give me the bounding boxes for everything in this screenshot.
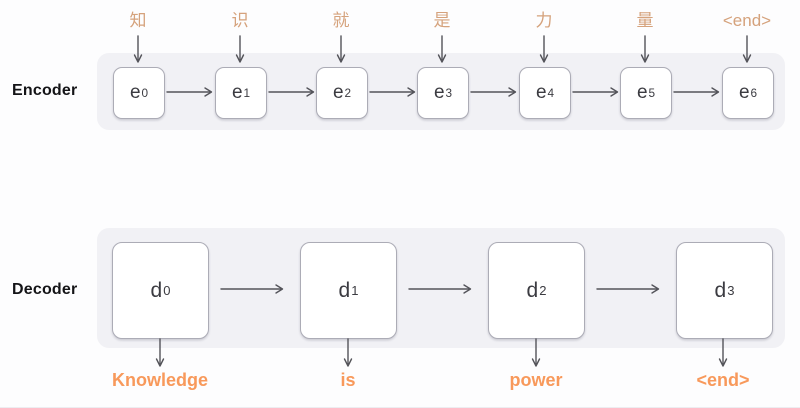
arrow-right-icon [369, 87, 416, 97]
arrow-right-icon [673, 87, 720, 97]
input-token-0: 知 [129, 11, 147, 30]
arrow-down-icon [531, 338, 541, 367]
arrow-down-icon [640, 35, 650, 63]
arrow-down-icon [539, 35, 549, 63]
output-token-1: is [340, 370, 356, 390]
arrow-down-icon [718, 338, 728, 367]
input-token-1: 识 [231, 11, 249, 30]
output-token-2: power [509, 370, 563, 390]
arrow-down-icon [437, 35, 447, 63]
decoder-lane [97, 228, 785, 348]
arrow-down-icon [133, 35, 143, 63]
arrow-down-icon [155, 338, 165, 367]
arrow-right-icon [408, 284, 472, 294]
arrow-down-icon [235, 35, 245, 63]
decoder-label: Decoder [12, 281, 78, 298]
encoder-label: Encoder [12, 82, 78, 99]
output-token-0: Knowledge [111, 370, 208, 390]
arrow-right-icon [596, 284, 660, 294]
arrow-down-icon [336, 35, 346, 63]
arrow-right-icon [470, 87, 517, 97]
arrow-right-icon [572, 87, 619, 97]
arrow-right-icon [268, 87, 315, 97]
input-token-2: 就 [332, 11, 350, 30]
input-token-5: 量 [636, 11, 654, 30]
arrow-right-icon [220, 284, 284, 294]
arrow-down-icon [343, 338, 353, 367]
input-token-4: 力 [535, 11, 553, 30]
input-token-3: 是 [433, 11, 451, 30]
arrow-right-icon [166, 87, 213, 97]
input-token-6: <end> [722, 11, 772, 30]
output-token-3: <end> [696, 370, 750, 390]
arrow-down-icon [742, 35, 752, 63]
